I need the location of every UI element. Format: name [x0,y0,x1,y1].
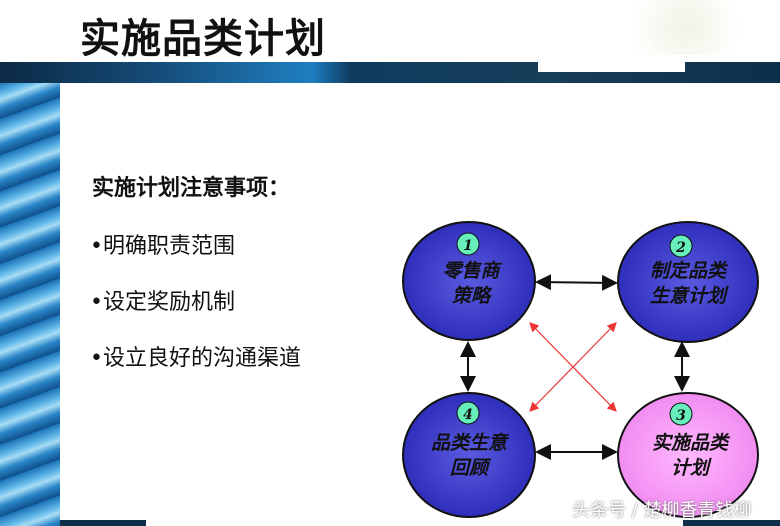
node-number: 2 [675,240,686,256]
node-3 [617,392,759,518]
node-label: 回顾 [450,457,492,479]
node-number: 3 [676,408,686,424]
node-label: 计划 [671,457,712,479]
notes-heading: 实施计划注意事项： [92,175,291,201]
footer-band [60,520,146,526]
logo-watermark [610,0,760,55]
node-4 [402,392,536,518]
node-label: 品类生意 [431,432,510,454]
arrow-1-2 [535,274,618,291]
bullet-item: •明确职责范围 [90,234,235,259]
slide-title: 实施品类计划 [80,16,326,62]
node-1 [402,221,536,341]
node-number: 4 [463,407,473,423]
node-label: 实施品类 [652,432,731,454]
watermark-text: 头条号 / 楚柳香青钱柳 [572,500,752,521]
node-label: 零售商 [442,260,502,282]
bullet-item: •设立良好的沟通渠道 [90,346,301,371]
arrow-2-4 [529,322,617,412]
node-number: 1 [463,238,473,254]
node-label: 生意计划 [650,285,729,307]
node-2 [617,221,759,343]
footer-band-right [683,520,780,526]
bullet-item: •设定奖励机制 [90,290,235,315]
node-label: 策略 [452,285,493,307]
left-decor-bar [0,83,60,526]
header-notch [538,62,685,72]
arrows [460,274,690,460]
node-label: 制定品类 [650,260,729,282]
